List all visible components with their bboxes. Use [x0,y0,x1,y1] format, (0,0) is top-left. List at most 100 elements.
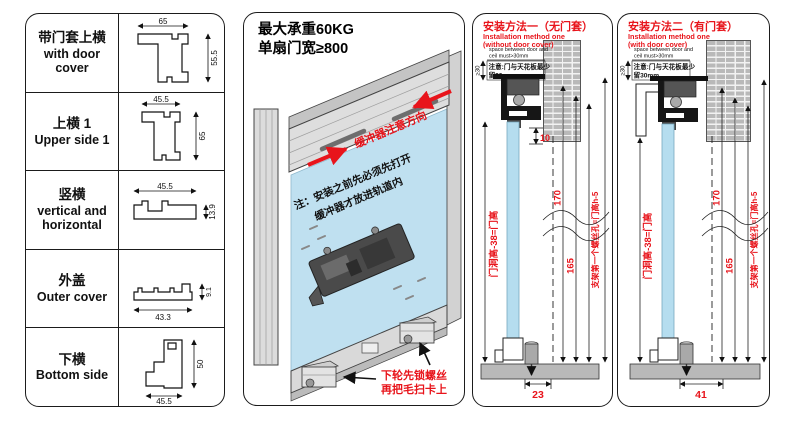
profile-label-cell: 下横 Bottom side [26,328,119,406]
profile-table: 带门套上横 with door cover 65 55.5 上横 1 Upper… [25,13,225,407]
dim-side: 55.5 [210,49,219,65]
track-hardware-section [493,74,545,128]
brick-wall [706,40,751,142]
profile-name-en: with door cover [43,46,101,76]
door-3d-drawing: 缓冲器注意方向 注：安装之前先必须先打开 缓冲器才放进轨道内 [253,49,462,402]
method-subtitle-en2: (with door cover) [628,40,688,50]
profile-drawing-vertical-horizontal: 45.5 13.9 [132,182,217,220]
break-mark [542,210,610,226]
profile-name-en: Bottom side [35,368,109,383]
dim-side: 9.1 [206,287,213,297]
profile-drawing-bottom-side: 45.5 50 [144,339,205,404]
profile-drawing-cell: 45.5 50 [119,328,224,406]
extrusion-section [144,339,183,389]
door-height-label: 门洞高-38=门高 [642,212,654,279]
door-leaf [661,123,675,359]
dim-bottom: 43.3 [155,313,171,322]
profile-drawing-cell: 45.5 13.9 [119,171,224,249]
profile-drawing-outer-cover: 43.3 9.1 [132,282,213,322]
profile-label-cell: 外盖 Outer cover [26,249,119,328]
profile-name-cn: 外盖 [58,272,86,288]
profile-name-en: vertical and horizontal [37,204,107,233]
roller-lock-hardware [308,223,415,307]
profile-label-cell: 上横 1 Upper side 1 [26,92,119,171]
dim-top: 65 [158,17,167,26]
method-1-section-drawing: space between door and ceil must>30mm 注意… [476,47,610,401]
installation-method-2-panel: 安装方法二（有门套） Installation method one (with… [617,13,770,407]
table-row: 外盖 Outer cover 43.3 9.1 [26,249,224,329]
wheel-note-line2: 再把毛扫卡上 [381,382,447,396]
dim-c-label: 165 [725,257,736,274]
method-title: 安装方法一（无门套） [483,21,593,33]
gap-note-cn1: 注意:门与天花板最少 [489,62,551,71]
left-frame-post [253,108,279,366]
callout-arrow [418,341,431,366]
extrusion-section [132,282,193,301]
direction-arrow [412,89,452,110]
installation-method-1-panel: 安装方法一（无门套） Installation method one (with… [472,13,613,407]
floor-dim-label: 23 [532,389,544,401]
bracket-screw-label: 支架第一个螺丝孔=门高h-5 [590,191,600,289]
profile-label-cell: 竖横 vertical and horizontal [26,171,119,249]
wheel-note-line1: 下轮先锁螺丝 [381,368,447,382]
bottom-wheel-assembly [300,360,340,388]
direction-arrow [307,146,348,167]
floor [480,363,600,380]
profile-drawing-cell: 65 55.5 [119,14,224,92]
profile-drawing-with-door-cover: 65 55.5 [136,17,219,83]
extrusion-detail [166,342,177,350]
extrusion-section [140,111,181,161]
door-leaf [506,121,520,357]
gap-note-cn1: 注意:门与天花板最少 [634,62,696,71]
bottom-wheel-assembly [398,316,438,344]
main-diagram-panel: 最大承重60KG 单扇门宽≥800 [243,12,465,406]
floor [629,363,761,380]
gap-dim-label: ≥30 [621,65,627,76]
door-height-label: 门洞高-38=门高 [488,210,500,277]
method-title: 安装方法二（有门套） [628,21,738,33]
right-frame-stile [446,50,462,326]
bracket-screw-label: 支架第一个螺丝孔=门高h-5 [749,191,759,289]
min-width-text: 单扇门宽≥800 [258,40,349,57]
profile-drawing-cell: 43.3 9.1 [119,250,224,328]
dim-side: 65 [198,131,207,140]
profile-drawing-upper-side-1: 45.5 65 [140,95,207,161]
gap-dim-label: ≥30 [476,65,482,76]
profile-name-en: Outer cover [36,289,108,304]
track-hardware-section [635,76,708,137]
loose-screws [301,225,426,300]
dim-side: 13.9 [208,204,217,220]
method-subtitle-en2: (without door cover) [483,40,554,50]
gap-note-en1: space between door and [634,47,693,53]
profile-name-cn: 上横 1 [52,115,92,131]
profile-label-cell: 带门套上横 with door cover [26,14,119,92]
dim-side: 50 [196,359,205,368]
buffer-slot [319,128,367,152]
brush-seal-clip [361,342,379,354]
break-mark [542,226,610,242]
dim-top: 45.5 [157,182,173,191]
profile-drawing-cell: 45.5 65 [119,93,224,171]
method-subtitle-en: Installation method one [483,32,565,42]
dim-bottom: 45.5 [156,397,172,404]
dim-a-label: 10 [540,133,550,143]
method-header: 安装方法一（无门套） Installation method one (with… [483,21,593,50]
gap-note-en2: ceil must>30mm [489,54,529,60]
callout-arrow [342,371,377,385]
table-row: 下横 Bottom side 45.5 50 [26,328,224,406]
max-load-text: 最大承重60KG [258,22,354,38]
dim-b-label: 170 [553,190,564,206]
bottom-guide-section [649,337,694,376]
dim-c-label: 165 [566,257,577,274]
dim-top: 45.5 [153,95,169,104]
gap-note-en1: space between door and [489,47,548,53]
break-mark [701,226,769,242]
table-row: 上横 1 Upper side 1 45.5 65 [26,92,224,172]
gap-note-cn2: 留30mm [634,71,660,80]
method-header: 安装方法二（有门套） Installation method one (with… [628,21,738,50]
dim-b-label: 170 [712,190,723,206]
gap-note-en2: ceil must>30mm [634,54,674,60]
method-subtitle-en: Installation method one [628,32,710,42]
profile-name-en: Upper side 1 [34,132,110,147]
